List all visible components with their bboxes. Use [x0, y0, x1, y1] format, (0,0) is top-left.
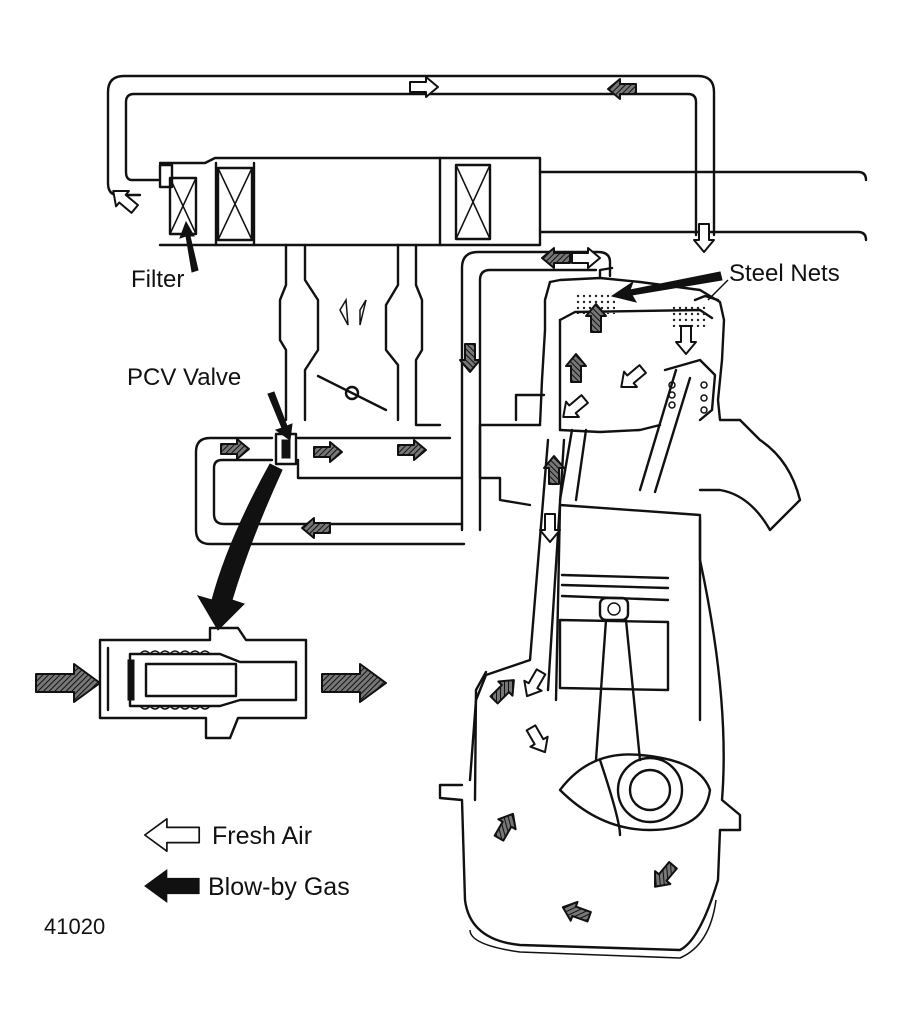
steel-net-left	[575, 292, 615, 314]
cylinder-piston	[554, 503, 702, 722]
filter-element-left	[158, 163, 198, 236]
pointer-arrow-steel-nets	[610, 271, 723, 303]
steel-nets-label: Steel Nets	[729, 260, 840, 287]
filter-element-main	[216, 166, 254, 242]
pointer-arrow-pcv	[267, 391, 293, 441]
pcv-valve-label: PCV Valve	[127, 364, 242, 391]
fresh-air-tube	[460, 250, 612, 532]
pointer-arrow-filter	[179, 220, 199, 273]
pointer-line-steel-nets	[707, 279, 729, 301]
legend-fresh-air-icon	[143, 817, 201, 853]
top-breather-hose	[106, 74, 716, 237]
legend-blow-by-label: Blow-by Gas	[208, 873, 350, 901]
air-intake-duct	[158, 156, 868, 247]
filter-element-right	[454, 163, 492, 241]
blow-by-passage	[468, 438, 566, 782]
pcv-valve-detail	[98, 626, 308, 740]
throttle-body	[278, 243, 442, 427]
engine-head	[478, 266, 802, 532]
steel-net-right	[672, 305, 708, 327]
pcv-hose-loop	[194, 436, 466, 546]
pointer-arrow-pcv-detail	[196, 463, 283, 631]
legend-blow-by-icon	[144, 869, 200, 903]
crankcase-oil-pan	[438, 518, 742, 959]
pcv-valve	[274, 432, 298, 466]
legend-fresh-air-label: Fresh Air	[212, 822, 313, 850]
connecting-rod	[558, 618, 712, 837]
filter-label: Filter	[131, 266, 185, 293]
figure-number: 41020	[44, 914, 106, 939]
